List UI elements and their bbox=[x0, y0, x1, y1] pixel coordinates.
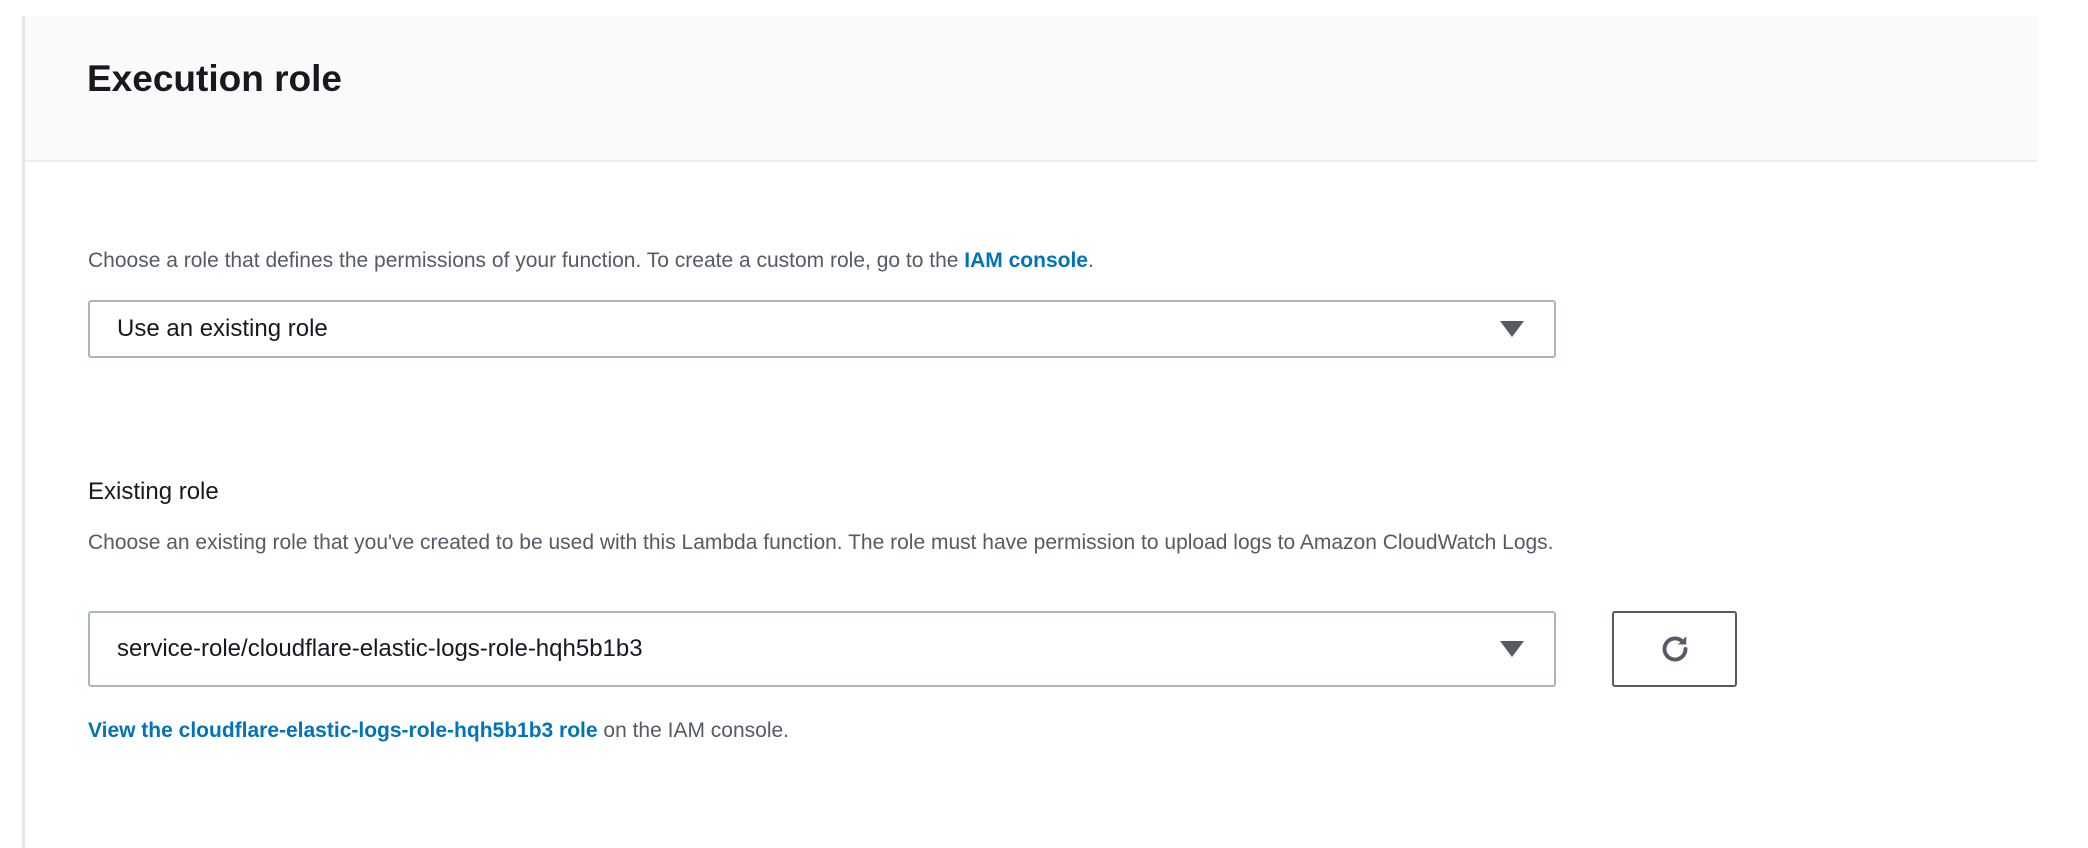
existing-role-description: Choose an existing role that you've crea… bbox=[88, 531, 1554, 554]
description-suffix: . bbox=[1087, 249, 1094, 272]
description-text: Choose a role that defines the permissio… bbox=[88, 249, 965, 272]
caret-down-icon bbox=[1500, 321, 1524, 337]
role-type-select[interactable]: Use an existing role bbox=[88, 300, 1556, 358]
caret-down-icon bbox=[1500, 641, 1524, 657]
iam-console-link[interactable]: IAM console bbox=[964, 249, 1088, 272]
execution-role-panel: Execution role Choose a role that define… bbox=[22, 16, 2037, 848]
view-role-line: View the cloudflare-elastic-logs-role-hq… bbox=[88, 716, 789, 746]
panel-header: Execution role bbox=[25, 16, 2037, 162]
existing-role-value: service-role/cloudflare-elastic-logs-rol… bbox=[117, 635, 643, 662]
role-type-value: Use an existing role bbox=[117, 315, 328, 342]
existing-role-select[interactable]: service-role/cloudflare-elastic-logs-rol… bbox=[88, 611, 1556, 687]
section-title: Execution role bbox=[87, 58, 342, 99]
view-role-link[interactable]: View the cloudflare-elastic-logs-role-hq… bbox=[88, 719, 598, 742]
view-role-suffix: on the IAM console. bbox=[597, 719, 790, 742]
refresh-icon bbox=[1662, 636, 1687, 662]
refresh-button[interactable] bbox=[1612, 611, 1737, 687]
role-choice-description: Choose a role that defines the permissio… bbox=[88, 246, 1094, 276]
existing-role-label: Existing role bbox=[88, 478, 219, 505]
